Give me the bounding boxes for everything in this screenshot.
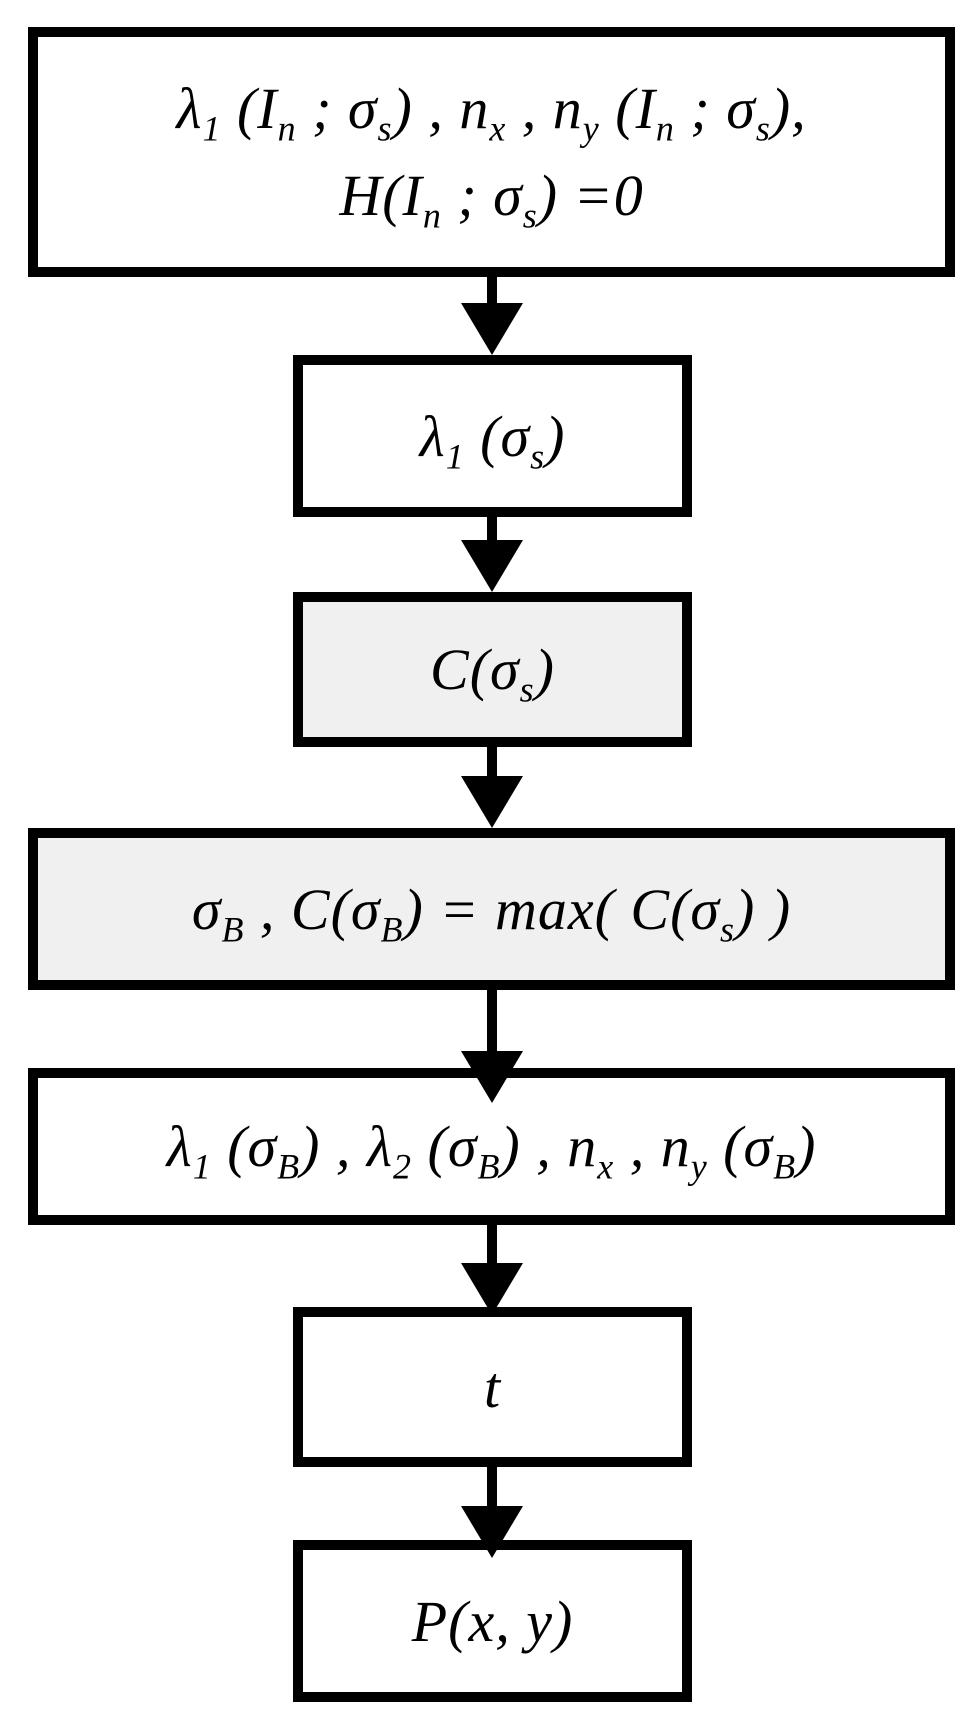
box-text-line: H(In ; σs) =0: [339, 163, 644, 236]
flow-box-best-scale: σB , C(σB) = max( C(σs) ): [28, 828, 955, 990]
connector-arrow-down-5: [461, 1225, 523, 1315]
flow-box-lambda1-sigma: λ1 (σs): [293, 355, 692, 517]
box-text-line: λ1 (σB) , λ2 (σB) , nx , ny (σB): [166, 1114, 817, 1187]
connector-arrow-down-2: [461, 517, 523, 592]
flow-box-initial-measures: λ1 (In ; σs) , nx , ny (In ; σs), H(In ;…: [28, 27, 955, 277]
flow-box-threshold: t: [293, 1307, 692, 1467]
box-text-line: λ1 (σs): [419, 403, 566, 477]
flow-box-edge-points: P(x, y): [293, 1540, 692, 1702]
flow-box-contrast-function: C(σs): [293, 592, 692, 747]
connector-arrow-down-1: [461, 277, 523, 355]
box-text-line: σB , C(σB) = max( C(σs) ): [191, 876, 792, 950]
connector-arrow-down-6: [461, 1467, 523, 1558]
box-text-line: λ1 (In ; σs) , nx , ny (In ; σs),: [176, 76, 807, 149]
connector-arrow-down-4: [461, 990, 523, 1103]
box-text-line: P(x, y): [411, 1588, 574, 1654]
box-text-line: t: [483, 1354, 502, 1420]
box-text-line: C(σs): [430, 637, 555, 710]
connector-arrow-down-3: [461, 747, 523, 828]
